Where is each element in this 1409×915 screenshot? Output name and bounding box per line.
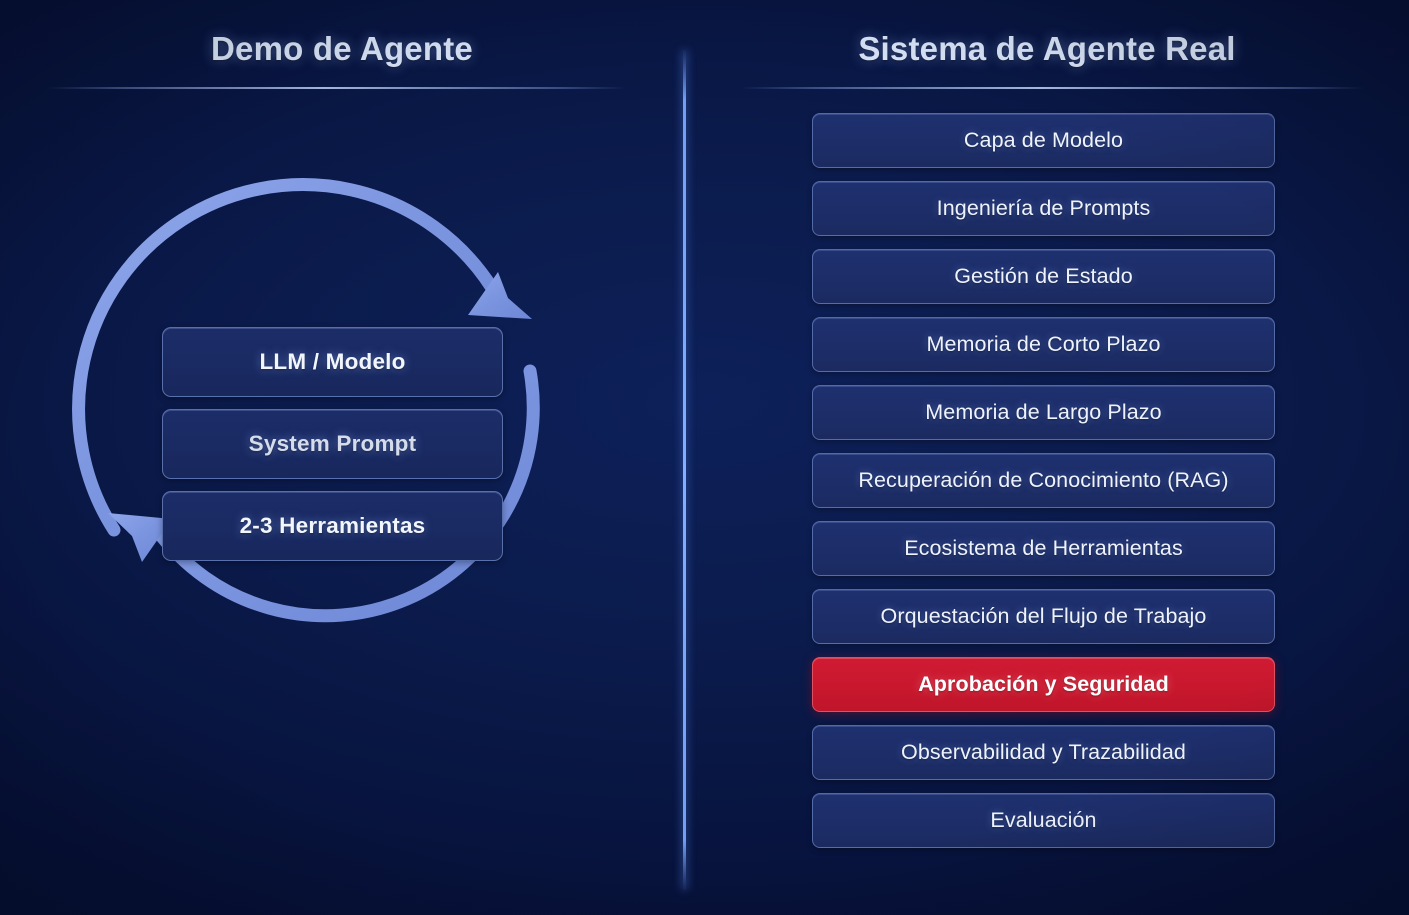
layer-box-label: Orquestación del Flujo de Trabajo <box>880 604 1207 628</box>
layer-box[interactable]: Memoria de Corto Plazo <box>812 317 1275 372</box>
layer-box-highlighted[interactable]: Aprobación y Seguridad <box>812 657 1275 712</box>
demo-box-label: System Prompt <box>248 431 417 456</box>
layer-box-label: Observabilidad y Trazabilidad <box>901 740 1186 764</box>
layer-box[interactable]: Gestión de Estado <box>812 249 1275 304</box>
demo-box[interactable]: System Prompt <box>162 409 503 479</box>
right-panel-title: Sistema de Agente Real <box>858 30 1236 67</box>
right-title-divider <box>740 87 1365 89</box>
layer-box[interactable]: Recuperación de Conocimiento (RAG) <box>812 453 1275 508</box>
demo-box-label: LLM / Modelo <box>259 349 406 374</box>
layer-box-label: Memoria de Largo Plazo <box>925 400 1162 424</box>
left-panel-title: Demo de Agente <box>211 30 473 67</box>
demo-box-list: LLM / Modelo System Prompt 2-3 Herramien… <box>162 327 503 573</box>
layer-box-label: Evaluación <box>990 808 1097 832</box>
layer-box[interactable]: Capa de Modelo <box>812 113 1275 168</box>
center-divider <box>683 50 686 890</box>
layer-box[interactable]: Orquestación del Flujo de Trabajo <box>812 589 1275 644</box>
demo-box-label: 2-3 Herramientas <box>239 513 426 538</box>
layer-box-label: Ecosistema de Herramientas <box>904 536 1183 560</box>
layer-box-label: Capa de Modelo <box>963 128 1124 152</box>
layer-box-label: Recuperación de Conocimiento (RAG) <box>858 468 1229 492</box>
layer-box-label: Gestión de Estado <box>954 264 1133 288</box>
left-title-divider <box>46 87 626 89</box>
layer-box-label: Ingeniería de Prompts <box>936 196 1151 220</box>
layer-box[interactable]: Observabilidad y Trazabilidad <box>812 725 1275 780</box>
demo-box[interactable]: 2-3 Herramientas <box>162 491 503 561</box>
layer-box[interactable]: Ecosistema de Herramientas <box>812 521 1275 576</box>
right-panel: Sistema de Agente Real <box>685 0 1409 915</box>
layer-box[interactable]: Evaluación <box>812 793 1275 848</box>
layer-box-list: Capa de Modelo Ingeniería de Prompts Ges… <box>812 113 1275 861</box>
left-panel: Demo de Agente <box>0 0 684 915</box>
layer-box-label: Memoria de Corto Plazo <box>926 332 1161 356</box>
layer-box[interactable]: Memoria de Largo Plazo <box>812 385 1275 440</box>
layer-box[interactable]: Ingeniería de Prompts <box>812 181 1275 236</box>
layer-box-label: Aprobación y Seguridad <box>918 672 1169 696</box>
circular-loop-arrows-icon <box>62 175 582 675</box>
demo-box[interactable]: LLM / Modelo <box>162 327 503 397</box>
